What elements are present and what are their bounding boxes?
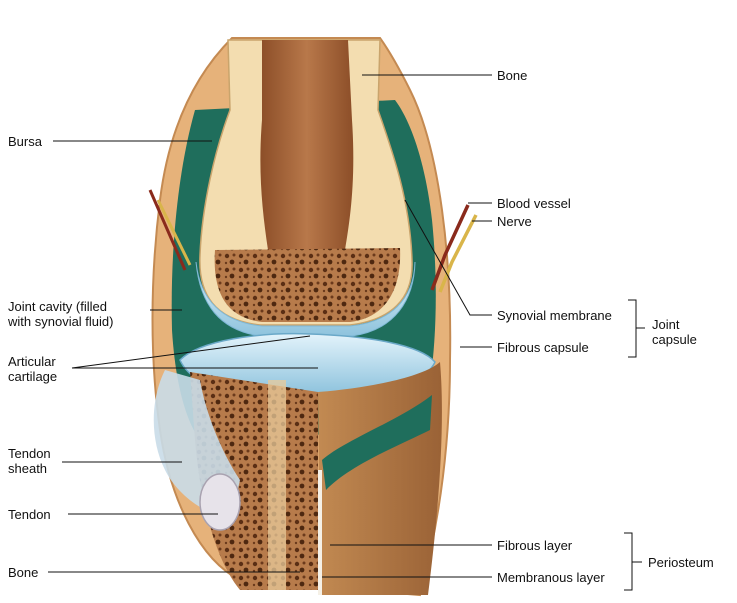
tendon-end [200, 474, 240, 530]
label-bursa: Bursa [8, 134, 42, 149]
label-blood-vessel: Blood vessel [497, 196, 571, 211]
label-tendon-sheath: Tendon sheath [8, 446, 51, 476]
label-joint-capsule: Joint capsule [652, 317, 697, 347]
label-membranous-layer: Membranous layer [497, 570, 605, 585]
bracket-joint-capsule [628, 300, 636, 357]
label-fibrous-layer: Fibrous layer [497, 538, 572, 553]
upper-spongy-bone [215, 248, 401, 322]
label-bone-top: Bone [497, 68, 527, 83]
label-joint-cavity: Joint cavity (filled with synovial fluid… [8, 299, 114, 329]
label-tendon: Tendon [8, 507, 51, 522]
label-nerve: Nerve [497, 214, 532, 229]
label-fibrous-capsule: Fibrous capsule [497, 340, 589, 355]
lower-bone-cortex-strip [268, 380, 286, 590]
upper-bone-shaft [260, 40, 353, 250]
bracket-periosteum [624, 533, 632, 590]
label-bone-bottom: Bone [8, 565, 38, 580]
label-periosteum: Periosteum [648, 555, 714, 570]
label-synovial-membrane: Synovial membrane [497, 308, 612, 323]
label-articular-cartilage: Articular cartilage [8, 354, 57, 384]
